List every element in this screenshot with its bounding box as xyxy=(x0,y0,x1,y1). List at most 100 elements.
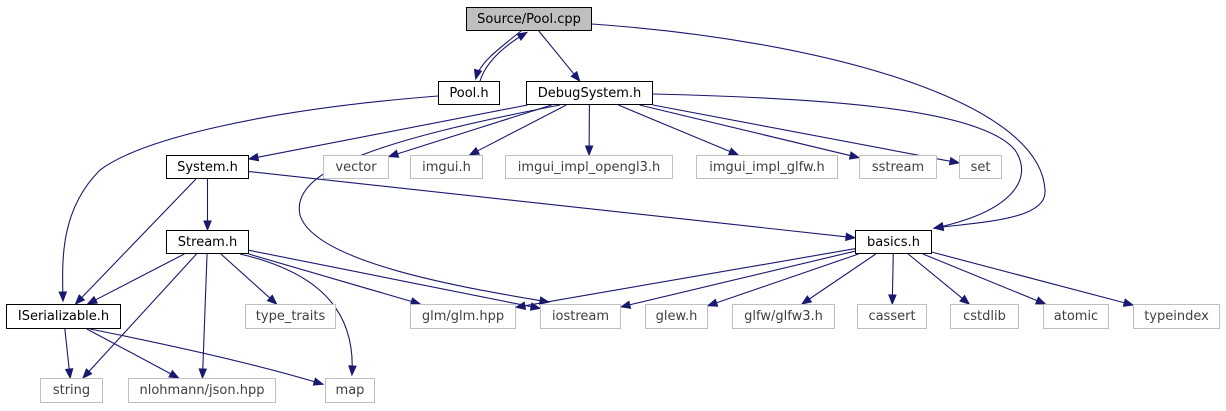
edge-basics-h-to-glfw3-h xyxy=(800,253,877,305)
edge-basics-h-to-cassert xyxy=(888,253,897,306)
edge-arrowhead xyxy=(848,151,861,160)
node-atomic: atomic xyxy=(1043,304,1109,329)
edge-line xyxy=(922,253,1039,302)
edge-arrowhead xyxy=(247,152,260,162)
edge-line xyxy=(80,178,197,299)
edge-system-h-to-iserializable-h xyxy=(74,178,197,305)
node-vector: vector xyxy=(323,155,389,179)
edge-line xyxy=(808,253,877,300)
edge-stream-h-to-map xyxy=(239,253,357,377)
edge-line xyxy=(62,95,439,301)
node-json-hpp: nlohmann/json.hpp xyxy=(128,378,276,403)
edge-arrowhead xyxy=(468,146,481,156)
edge-debugsystem-h-to-imgui-h xyxy=(468,104,567,156)
edge-arrowhead xyxy=(570,70,581,83)
node-glew-h: glew.h xyxy=(645,304,708,329)
edge-arrowhead xyxy=(86,295,99,305)
edge-arrowhead xyxy=(845,232,857,242)
edge-line xyxy=(248,253,413,303)
edge-arrowhead xyxy=(948,156,961,166)
node-debugsystem-h[interactable]: DebugSystem.h xyxy=(526,81,653,105)
node-iserializable-h[interactable]: ISerializable.h xyxy=(6,304,121,329)
edge-line xyxy=(907,253,964,300)
edge-line xyxy=(523,248,856,307)
edge-line xyxy=(87,253,197,373)
node-pool-cpp[interactable]: Source/Pool.cpp xyxy=(466,7,592,31)
node-imgui-impl-glfw-h: imgui_impl_glfw.h xyxy=(696,155,838,179)
edge-basics-h-to-cstdlib xyxy=(907,253,971,305)
edge-arrowhead xyxy=(312,377,325,386)
edge-line xyxy=(202,253,208,371)
edge-arrowhead xyxy=(82,368,93,379)
edge-arrowhead xyxy=(1034,296,1047,305)
edge-arrowhead xyxy=(516,31,529,42)
edge-arrowhead xyxy=(888,294,897,306)
edge-arrowhead xyxy=(64,368,74,380)
edge-pool-h-to-iserializable-h xyxy=(58,95,439,303)
node-stream-h[interactable]: Stream.h xyxy=(166,230,249,254)
edge-line xyxy=(479,32,527,82)
edge-debugsystem-h-to-sstream xyxy=(639,104,861,160)
edge-line xyxy=(715,253,859,304)
node-basics-h[interactable]: basics.h xyxy=(855,230,932,254)
node-map: map xyxy=(325,378,375,403)
node-set: set xyxy=(959,155,1002,179)
node-iostream: iostream xyxy=(540,304,621,329)
node-imgui-impl-opengl3-h: imgui_impl_opengl3.h xyxy=(505,155,673,179)
edge-line xyxy=(248,249,533,308)
edge-arrowhead xyxy=(198,368,208,380)
edge-line xyxy=(298,104,561,303)
node-pool-h[interactable]: Pool.h xyxy=(438,81,500,105)
edge-line xyxy=(618,104,732,153)
edge-arrowhead xyxy=(473,68,483,81)
edge-arrowhead xyxy=(584,145,594,157)
node-system-h[interactable]: System.h xyxy=(166,155,249,179)
edge-debugsystem-h-to-system-h xyxy=(247,104,528,162)
edge-line xyxy=(476,104,567,152)
edge-arrowhead xyxy=(619,300,632,309)
edge-line xyxy=(220,253,271,300)
edge-line xyxy=(652,93,1023,229)
edge-line xyxy=(256,104,528,158)
edge-line xyxy=(628,250,856,306)
edge-system-h-to-stream-h xyxy=(203,179,212,232)
edge-line xyxy=(591,23,1046,229)
node-type-traits: type_traits xyxy=(245,304,336,329)
node-sstream: sstream xyxy=(859,155,937,179)
edge-line xyxy=(89,328,323,385)
edge-basics-h-to-atomic xyxy=(922,253,1047,305)
edge-debugsystem-h-to-iostream xyxy=(298,104,561,305)
edge-line xyxy=(891,253,894,297)
edge-arrowhead xyxy=(266,294,278,305)
edge-iserializable-h-to-json-hpp xyxy=(86,328,180,379)
edge-iserializable-h-to-map xyxy=(89,328,325,386)
edge-stream-h-to-type-traits xyxy=(220,253,278,305)
edge-line xyxy=(94,253,185,301)
edge-arrowhead xyxy=(387,149,400,158)
edge-basics-h-to-glm-hpp xyxy=(514,248,856,310)
edge-basics-h-to-glew-h xyxy=(706,253,859,307)
node-typeindex: typeindex xyxy=(1133,304,1220,329)
node-glm-hpp: glm/glm.hpp xyxy=(410,304,516,329)
edge-line xyxy=(652,104,952,162)
edge-basics-h-to-iostream xyxy=(619,250,856,309)
node-cassert: cassert xyxy=(857,304,927,329)
edge-system-h-to-basics-h xyxy=(248,170,857,242)
edge-debugsystem-h-to-imgui-impl-glfw-h xyxy=(618,104,740,156)
edge-stream-h-to-iostream xyxy=(248,249,542,311)
edge-arrowhead xyxy=(727,147,740,156)
edge-line xyxy=(396,104,552,155)
edge-pool-cpp-to-debugsystem-h xyxy=(538,30,581,83)
edge-arrowhead xyxy=(514,301,527,310)
edge-line xyxy=(248,170,848,238)
edge-arrowhead xyxy=(959,294,971,305)
edge-arrowhead xyxy=(74,294,86,305)
edge-arrowhead xyxy=(168,369,180,379)
edge-iserializable-h-to-string xyxy=(64,328,74,380)
node-glfw3-h: glfw/glfw3.h xyxy=(732,304,835,329)
edge-basics-h-to-typeindex xyxy=(931,251,1135,307)
edge-stream-h-to-iserializable-h xyxy=(86,253,185,305)
edge-arrowhead xyxy=(203,220,212,232)
